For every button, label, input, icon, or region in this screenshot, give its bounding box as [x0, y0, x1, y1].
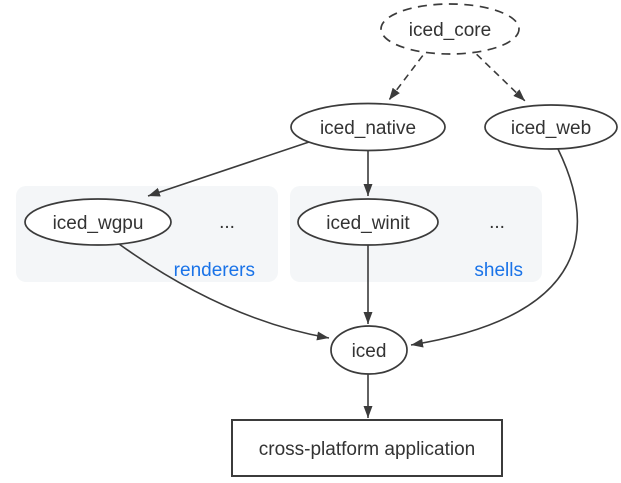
node-iced-wgpu-ellipse [24, 198, 172, 246]
renderers-label: renderers [174, 260, 255, 281]
node-iced-label: iced [352, 341, 387, 362]
node-iced-ellipse [330, 325, 408, 375]
node-iced-core-ellipse [380, 3, 520, 55]
shells-label: shells [474, 260, 523, 281]
node-iced-native-ellipse [290, 102, 446, 152]
edge-core-to-web [467, 45, 526, 102]
edge-wgpu-to-iced [118, 243, 330, 341]
edge-native-to-wgpu [147, 140, 313, 197]
renderers-ellipsis: ... [219, 212, 235, 233]
shells-ellipsis: ... [489, 212, 505, 233]
node-iced-core-label: iced_core [409, 20, 491, 41]
node-iced-web-ellipse [484, 104, 618, 150]
node-iced-winit-label: iced_winit [326, 213, 410, 234]
node-app-rect [231, 419, 503, 477]
node-iced-native-label: iced_native [320, 118, 416, 139]
node-iced-wgpu-label: iced_wgpu [53, 213, 144, 234]
node-iced-winit-ellipse [297, 198, 439, 246]
node-app-label: cross-platform application [259, 439, 475, 460]
edge-web-to-iced [410, 148, 579, 348]
edge-core-to-native [388, 45, 431, 101]
node-iced-web-label: iced_web [511, 118, 591, 139]
